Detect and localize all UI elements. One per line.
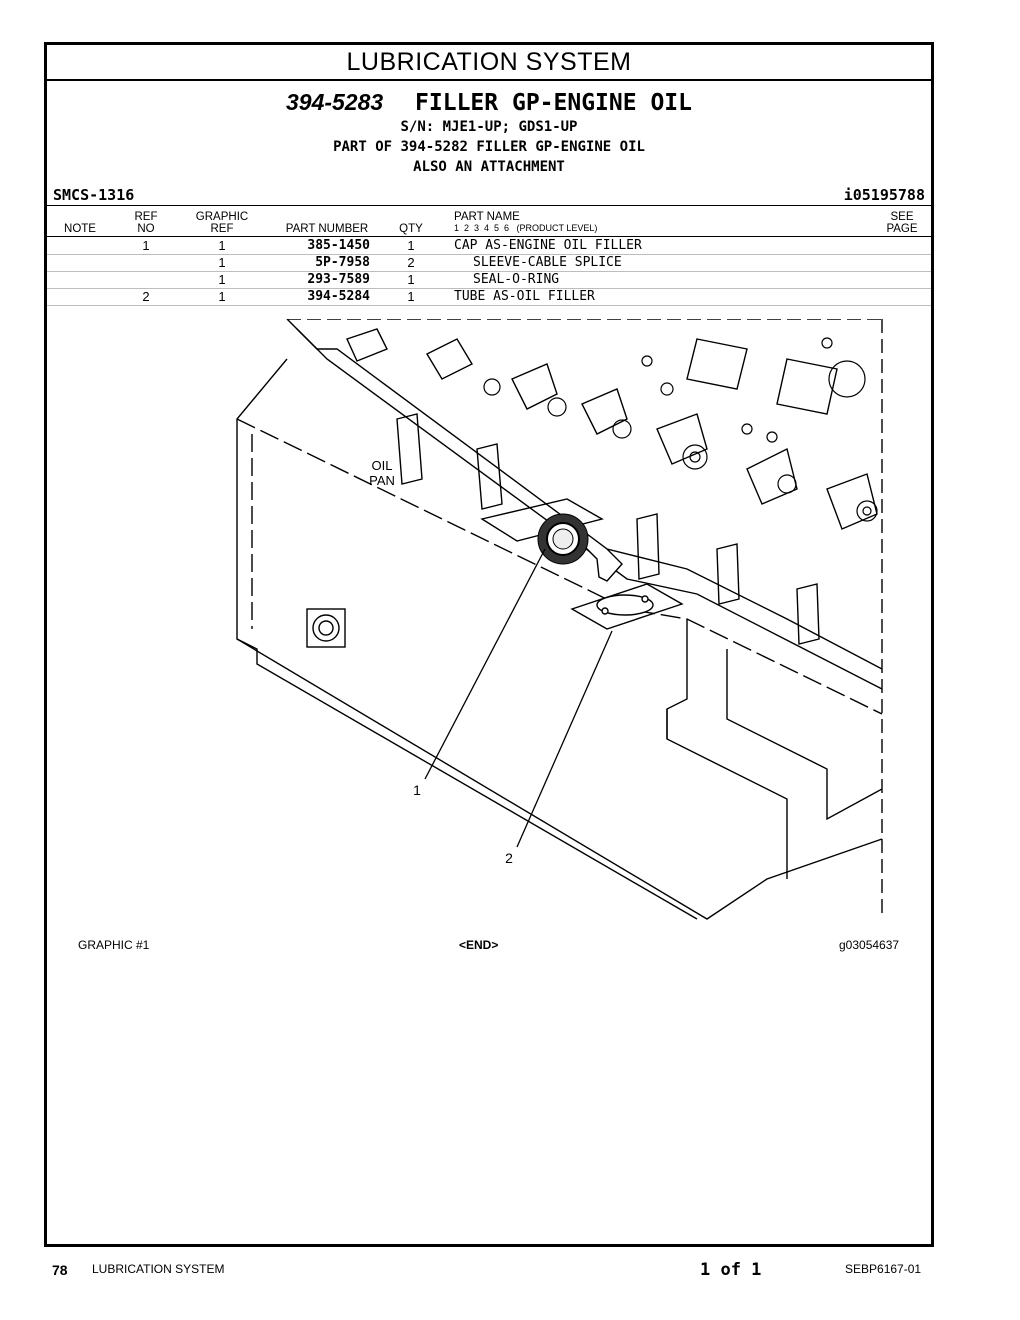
part-heading: 394-5283 FILLER GP-ENGINE OIL	[47, 89, 931, 116]
col-see-top: SEE	[890, 211, 914, 223]
col-graphic-top: GRAPHIC	[195, 211, 249, 223]
col-ref-top: REF	[134, 211, 158, 223]
graphic-caption: GRAPHIC #1	[78, 938, 150, 952]
table-row: 1 1 385-1450 1 CAP AS-ENGINE OIL FILLER	[47, 237, 931, 255]
col-part-name: PART NAME	[454, 211, 520, 223]
page-number: 78	[52, 1262, 68, 1278]
end-marker: <END>	[459, 938, 499, 952]
table-row: 1 5P-7958 2 SLEEVE-CABLE SPLICE	[47, 254, 931, 272]
col-graphic-bottom: REF	[210, 223, 234, 235]
callout-2: 2	[505, 850, 513, 866]
table-row: 2 1 394-5284 1 TUBE AS-OIL FILLER	[47, 288, 931, 306]
col-ref-bottom: NO	[137, 223, 155, 235]
heading-part-number: 394-5283	[285, 89, 384, 115]
col-qty: QTY	[399, 223, 423, 235]
col-part-number: PART NUMBER	[285, 223, 369, 235]
heading-part-title: FILLER GP-ENGINE OIL	[415, 90, 692, 116]
table-header-rule	[47, 236, 931, 237]
graphic-id: g03054637	[839, 938, 900, 952]
table-row: 1 293-7589 1 SEAL-O-RING	[47, 271, 931, 289]
parts-illustration: OIL PAN 1 2	[236, 319, 883, 920]
document-ident: i05195788	[843, 186, 925, 204]
col-see-bottom: PAGE	[886, 223, 918, 235]
part-of-line: PART OF 394-5282 FILLER GP-ENGINE OIL	[333, 139, 645, 155]
callout-1: 1	[413, 782, 421, 798]
table-top-rule	[47, 205, 931, 206]
footer-section: LUBRICATION SYSTEM	[92, 1262, 225, 1276]
section-title: LUBRICATION SYSTEM	[47, 45, 931, 81]
label-oil: OIL	[372, 458, 393, 473]
product-levels: 1 2 3 4 5 6 (PRODUCT LEVEL)	[454, 223, 598, 233]
page-frame: LUBRICATION SYSTEM 394-5283 FILLER GP-EN…	[44, 42, 934, 1247]
smcs-code: SMCS-1316	[53, 186, 135, 204]
label-pan: PAN	[369, 473, 395, 488]
document-number: SEBP6167-01	[845, 1262, 922, 1276]
page-of: 1 of 1	[700, 1260, 762, 1280]
serial-numbers: S/N: MJE1-UP; GDS1-UP	[400, 119, 578, 135]
col-note: NOTE	[64, 223, 96, 235]
attachment-line: ALSO AN ATTACHMENT	[413, 159, 565, 175]
